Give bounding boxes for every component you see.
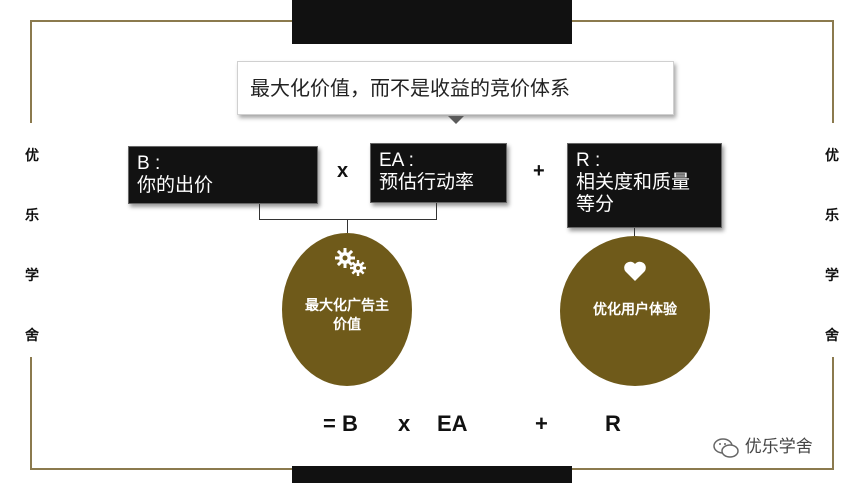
term-ea-label: 预估行动率 (379, 172, 475, 193)
frame-left-lower (30, 357, 32, 470)
frame-left-upper (30, 20, 32, 123)
term-r-box: R : 相关度和质量 等分 (567, 143, 722, 228)
bottom-black-bar (292, 466, 572, 483)
top-black-bar (292, 0, 572, 44)
multiply-operator: x (337, 160, 349, 182)
connector-ea-down (436, 203, 437, 220)
plus-operator: + (533, 160, 545, 182)
pointer-triangle (448, 116, 464, 124)
equation-multiply: x (398, 411, 411, 436)
connector-r-down (634, 228, 635, 236)
frame-bottom-right (572, 468, 834, 470)
heart-icon (624, 261, 646, 281)
equation-plus: + (535, 411, 548, 436)
watermark-text: 优乐学舍 (744, 437, 813, 456)
title-box: 最大化价值，而不是收益的竞价体系 (237, 61, 674, 115)
term-r-label-2: 等分 (576, 194, 615, 215)
equation-b: = B (323, 411, 358, 436)
term-b-box: B : 你的出价 (128, 146, 318, 204)
side-label-left: 优 乐 学 舍 (25, 147, 39, 343)
maximize-value-label: 最大化广告主 价值 (305, 297, 389, 332)
term-b-label: 你的出价 (137, 175, 214, 196)
connector-b-down (259, 204, 260, 220)
term-r-label: 相关度和质量 (576, 172, 691, 193)
term-r-symbol: R : (576, 150, 601, 171)
user-experience-label: 优化用户体验 (593, 301, 677, 317)
frame-top-left (30, 20, 292, 22)
term-b-symbol: B : (137, 153, 161, 174)
gears-icon (335, 248, 366, 276)
frame-top-right (572, 20, 834, 22)
equation-ea: EA (437, 411, 468, 436)
term-ea-box: EA : 预估行动率 (370, 143, 507, 203)
frame-right-upper (832, 20, 834, 123)
frame-right-lower (832, 357, 834, 470)
wechat-icon (713, 437, 739, 458)
frame-bottom-left (30, 468, 292, 470)
term-ea-symbol: EA : (379, 150, 414, 171)
maximize-value-circle: 最大化广告主 价值 (282, 233, 412, 386)
connector-to-left-circle (347, 219, 348, 233)
connector-horizontal (259, 219, 437, 220)
side-label-right: 优 乐 学 舍 (825, 147, 839, 343)
watermark: 优乐学舍 (712, 432, 813, 459)
user-experience-circle: 优化用户体验 (560, 236, 710, 386)
equation-r: R (605, 411, 621, 436)
